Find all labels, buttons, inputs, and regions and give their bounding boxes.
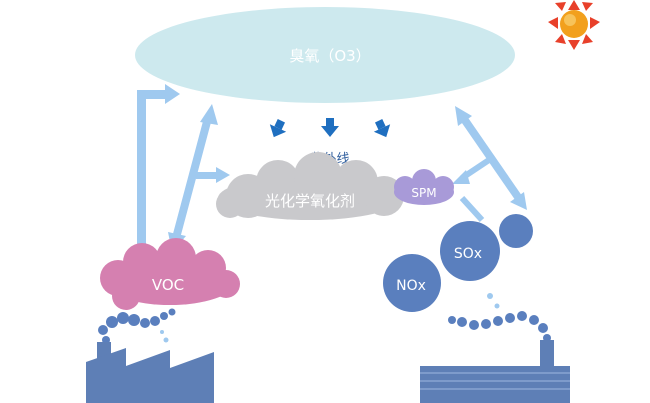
smoke-dots-left [160, 330, 169, 343]
sun-icon [548, 0, 600, 50]
voc-label: VOC [152, 276, 184, 294]
ozone-label: 臭氧（O3） [289, 47, 370, 65]
pollutant-molecules [383, 214, 533, 312]
photochemical-oxidant-cloud [216, 152, 404, 220]
left-arrows [137, 84, 230, 254]
nox-label: NOx [396, 278, 426, 294]
uv-arrow-icon [269, 118, 391, 138]
spm-cloud [394, 169, 454, 205]
factory-icon [86, 342, 214, 403]
photochemical-oxidant-label: 光化学氧化剂 [265, 192, 355, 210]
chimney-icon [420, 340, 570, 403]
smoke-icon-right [448, 311, 551, 342]
spm-label: SPM [411, 186, 436, 200]
plant-stripes [420, 372, 570, 390]
voc-cloud [100, 238, 240, 310]
smoke-icon [98, 308, 176, 344]
ozone-layer [135, 7, 515, 103]
smoke-dots-right [487, 293, 500, 309]
right-arrows [452, 106, 527, 223]
sox-label: SOx [454, 246, 482, 262]
